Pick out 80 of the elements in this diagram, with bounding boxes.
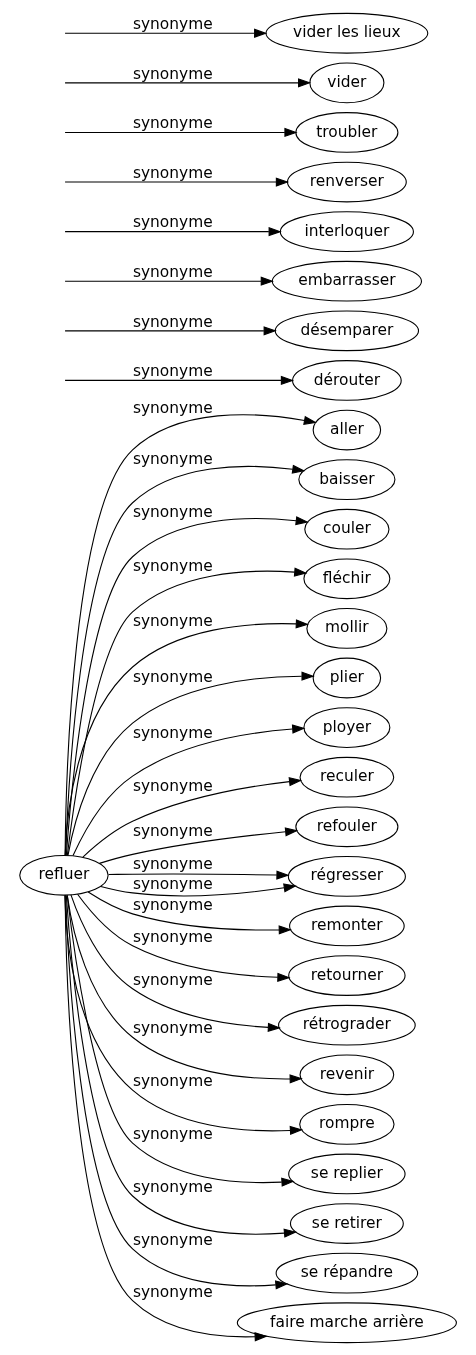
node-ellipse: dérouter [292,359,402,401]
edge-label: synonyme [132,1177,213,1196]
edge-label: synonyme [132,667,213,686]
node-ellipse: renverser [286,161,407,202]
edge-label: synonyme [132,1124,213,1143]
edge-label: synonyme [132,113,213,132]
edge-label: synonyme [132,262,213,281]
edge-label: synonyme [132,398,213,417]
edge-label: synonyme [132,502,213,521]
node-ellipse: mollir [306,607,388,649]
arrow [108,869,290,880]
node-ellipse: remonter [289,905,405,946]
node-ellipse: fléchir [303,557,391,599]
arrow [64,894,268,1341]
arrow [66,894,303,1084]
arrow [64,618,309,856]
edge-label: synonyme [132,854,213,873]
edge-label: synonyme [132,1282,213,1301]
edge-label: synonyme [132,927,213,946]
node-ellipse: aller [312,409,382,450]
arrow [67,671,315,856]
edge-label: synonyme [132,1230,213,1249]
arrow [64,325,277,335]
node-ellipse: désemparer [274,309,420,351]
arrow [66,566,308,856]
arrow [100,882,297,896]
edge-label: synonyme [132,874,213,893]
arrow [98,826,299,864]
arrow [65,894,298,1238]
edge-label: synonyme [132,776,213,795]
edge-label: synonyme [132,212,213,231]
arrow [64,77,312,87]
edge-label: synonyme [132,14,213,33]
edge-label: synonyme [132,821,213,840]
node-ellipse: couler [304,508,390,550]
arrow [64,375,295,385]
arrow [64,176,290,187]
node-ellipse: se replier [288,1153,406,1194]
node-ellipse: troubler [295,111,399,153]
edge-label: synonyme [132,449,213,468]
node-ellipse: baisser [298,458,396,500]
arrow [65,894,289,1289]
arrow [64,413,318,856]
node-ellipse: vider les lieux [265,12,429,54]
node-ellipse: vider [309,61,385,103]
node-ellipse: plier [312,657,382,698]
edge-label: synonyme [132,64,213,83]
node-ellipse: embarrasser [271,260,423,302]
node-ellipse: reculer [299,756,395,798]
arrow [64,28,268,38]
arrow [64,276,274,286]
arrow [64,127,298,137]
node-ellipse: refouler [295,805,399,847]
arrow [82,776,303,858]
node-ellipse: ployer [303,706,391,748]
node-ellipse: rétrograder [278,1004,416,1046]
edge-label: synonyme [132,556,213,575]
edge-label: synonyme [132,163,213,182]
arrow [77,893,291,982]
node-ellipse: se retirer [289,1202,404,1244]
edge-label: synonyme [132,895,213,914]
edge-label: synonyme [132,1018,213,1037]
arrow [87,891,292,935]
node-ellipse: régresser [287,855,406,897]
arrow [70,893,282,1032]
edge-label: synonyme [132,970,213,989]
edge-label: synonyme [132,361,213,380]
node-ellipse: refluer [19,854,109,896]
edge-label: synonyme [132,611,213,630]
edge-label: synonyme [132,1071,213,1090]
node-ellipse: interloquer [279,210,414,252]
node-ellipse: revenir [299,1053,395,1095]
edge-label: synonyme [132,723,213,742]
node-ellipse: rompre [299,1103,395,1145]
arrow [64,226,282,236]
arrow [64,894,304,1135]
node-ellipse: retourner [288,954,406,996]
arrow [66,894,295,1187]
arrow [72,723,306,856]
edge-label: synonyme [132,312,213,331]
